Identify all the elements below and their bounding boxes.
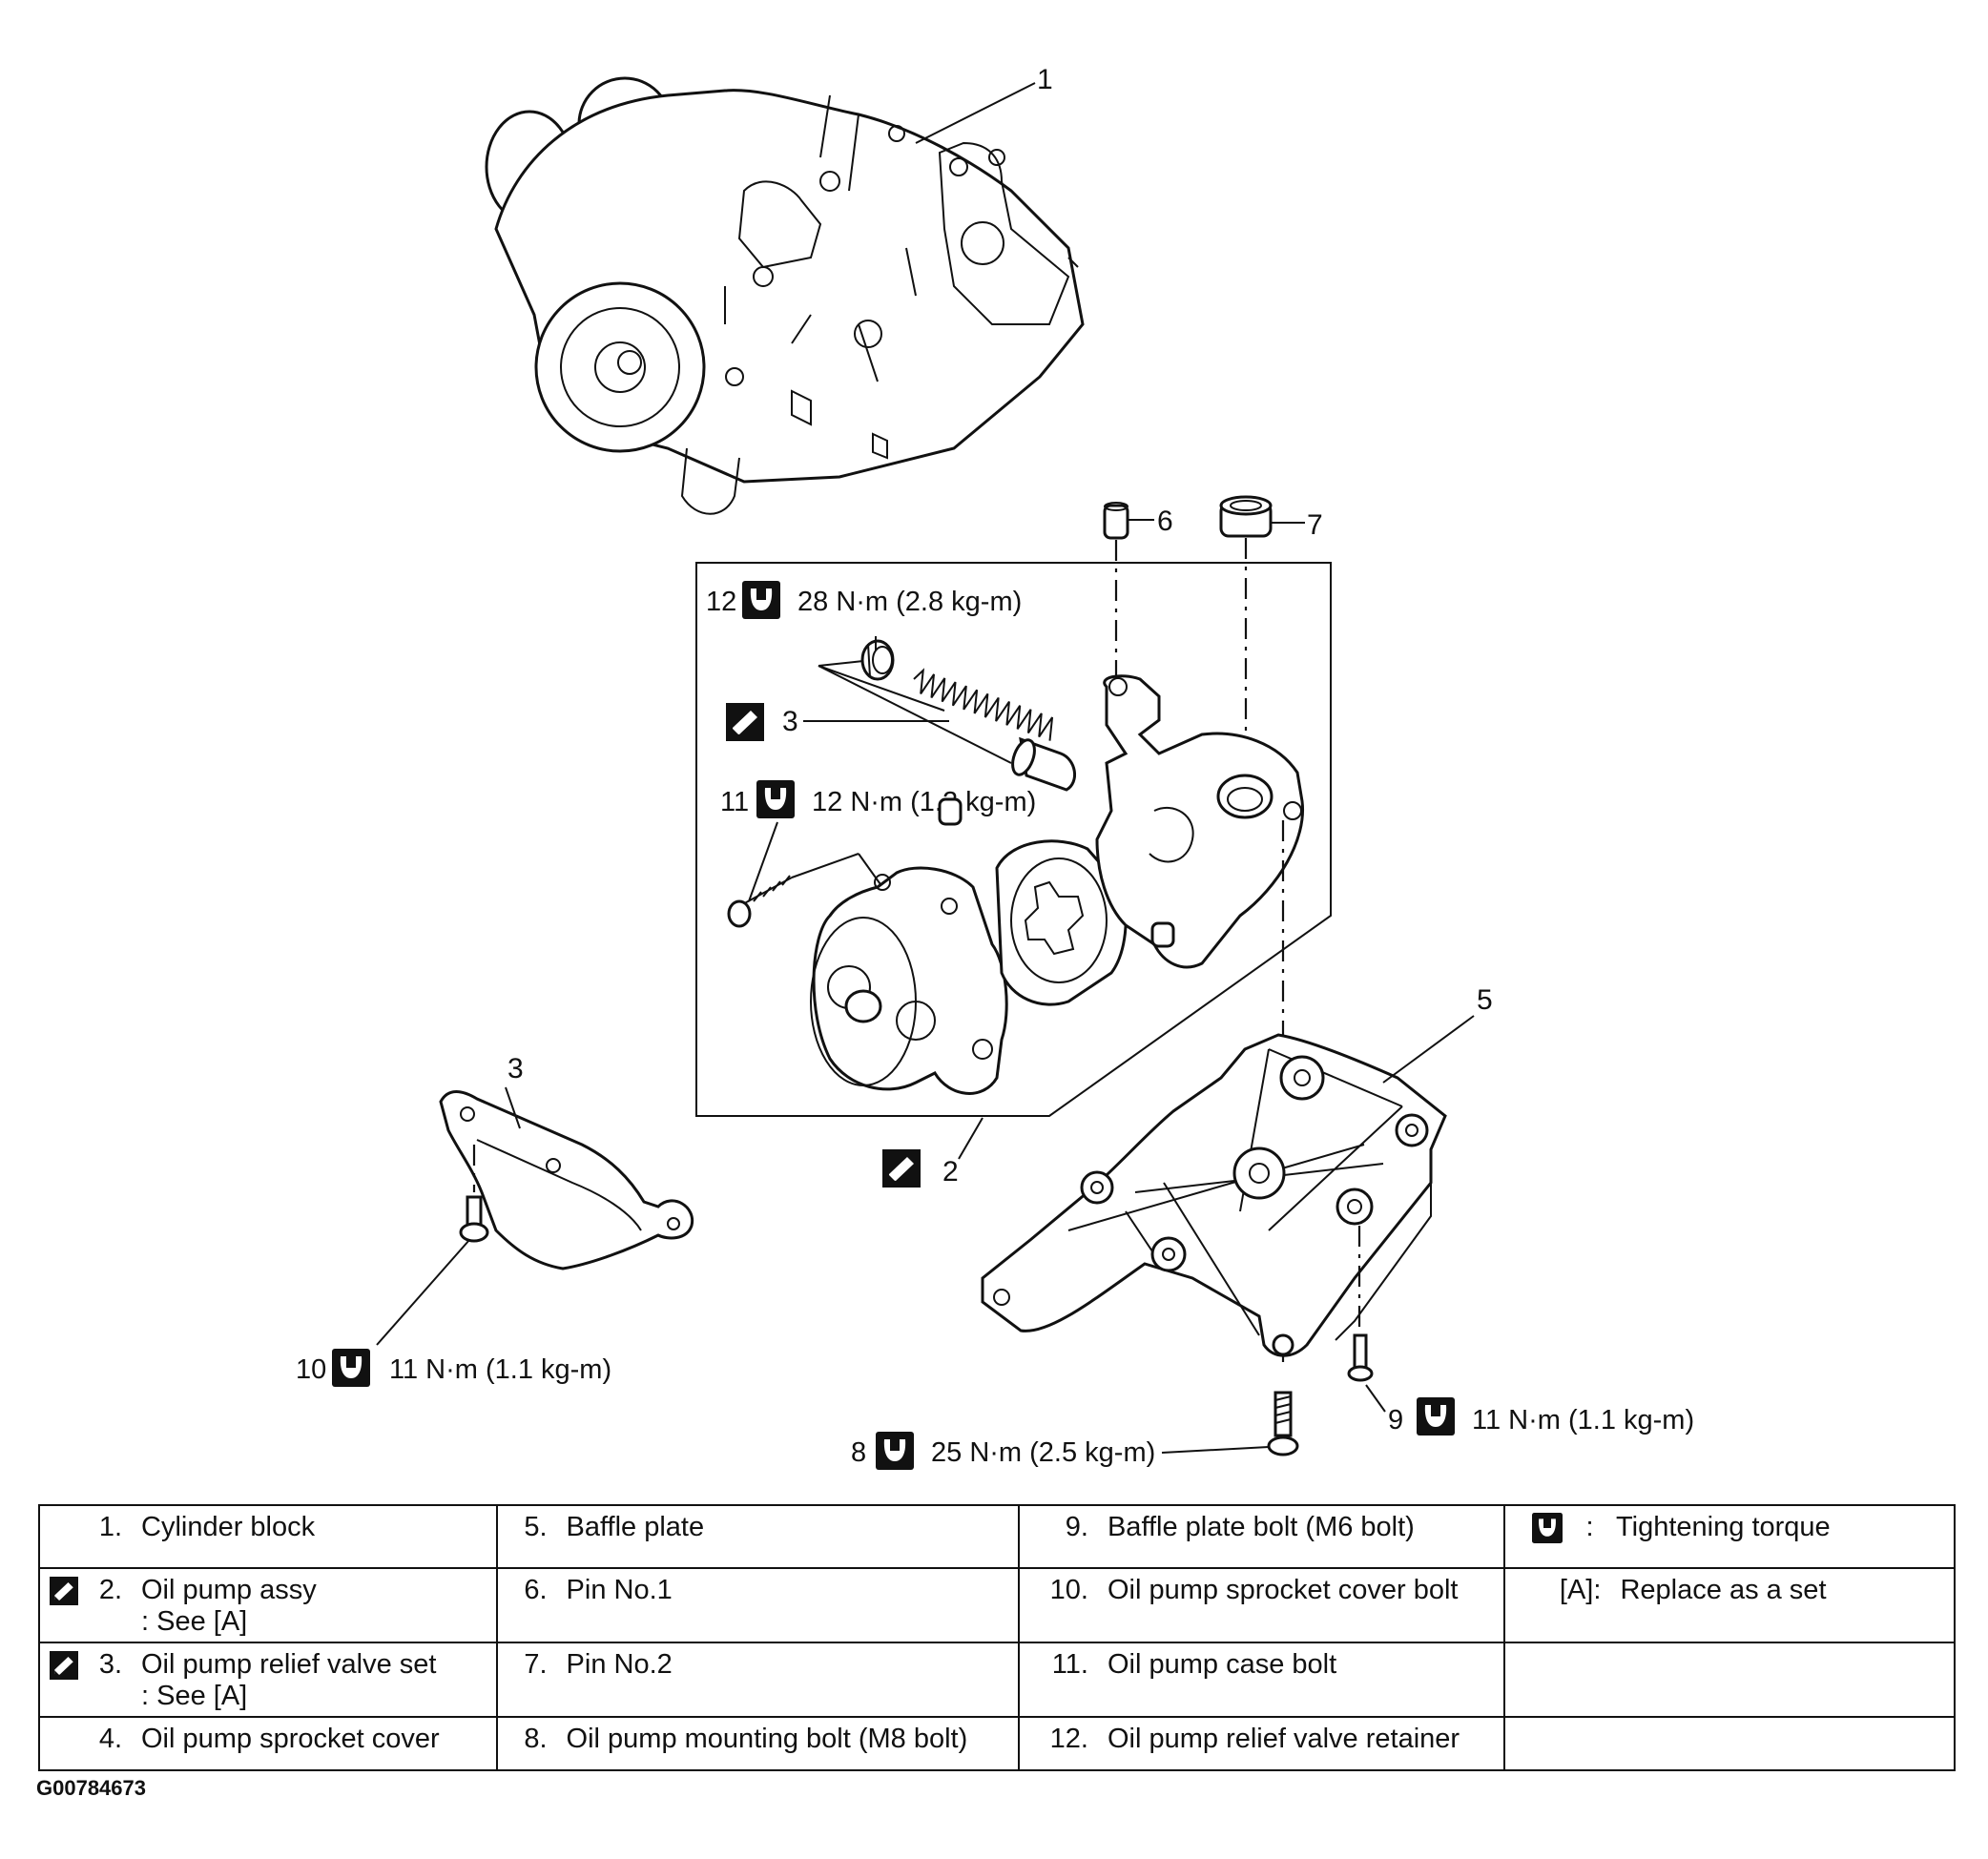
callout-10: 10 xyxy=(296,1354,326,1385)
pin-no2 xyxy=(1219,495,1305,792)
legend-number: 6. xyxy=(524,1575,548,1605)
legend-text: Oil pump case bolt xyxy=(1107,1649,1337,1680)
oil-pump-assy xyxy=(810,674,1305,1095)
callout-8: 8 xyxy=(851,1437,866,1468)
legend-row: 4. Oil pump sprocket cover 8. Oil pump mou… xyxy=(38,1716,1956,1771)
callout-9: 9 xyxy=(1388,1405,1403,1436)
torque-8: 25 N·m (2.5 kg-m) xyxy=(931,1437,1155,1468)
torque-9: 11 N·m (1.1 kg-m) xyxy=(1472,1405,1694,1436)
baffle-plate xyxy=(981,1033,1447,1357)
legend-row: 2. Oil pump assy : See [A] 6. Pin No.1 10.… xyxy=(38,1567,1956,1643)
callout-12: 12 xyxy=(706,587,736,617)
legend-number: 2. xyxy=(98,1575,122,1605)
legend-subtext: : See [A] xyxy=(141,1681,248,1711)
legend-text: Pin No.1 xyxy=(566,1575,673,1605)
legend-cell: [A]: Replace as a set xyxy=(1503,1567,1956,1643)
legend-cell: 1. Cylinder block xyxy=(38,1504,498,1569)
legend-row: 1. Cylinder block 5. Baffle plate 9. Baffle… xyxy=(38,1504,1956,1569)
legend-cell xyxy=(1503,1716,1956,1771)
legend-cell: 6. Pin No.1 xyxy=(495,1567,1020,1643)
legend-text: Baffle plate bolt (M6 bolt) xyxy=(1107,1512,1415,1542)
torque-wrench-icon xyxy=(1417,1397,1455,1436)
replace-set-icon xyxy=(726,703,764,741)
legend-number: 11. xyxy=(1051,1649,1088,1680)
legend-row: 3. Oil pump relief valve set : See [A] 7.… xyxy=(38,1642,1956,1718)
oil-pump-mounting-bolt xyxy=(1267,1391,1299,1456)
oil-pump-sprocket-cover xyxy=(439,1090,694,1270)
legend-text: Cylinder block xyxy=(141,1512,316,1542)
figure-code: G00784673 xyxy=(36,1776,146,1800)
legend-text: Tightening torque xyxy=(1616,1512,1831,1542)
legend-text: Oil pump mounting bolt (M8 bolt) xyxy=(566,1724,968,1754)
exploded-diagram: 1 6 7 12 28 N·m (2.8 kg-m) 3 xyxy=(296,64,1694,1470)
legend-text: Baffle plate xyxy=(566,1512,705,1542)
legend-text: Oil pump sprocket cover bolt xyxy=(1107,1575,1459,1605)
legend-subtext: : See [A] xyxy=(141,1606,248,1637)
legend-text: Replace as a set xyxy=(1620,1575,1827,1605)
legend-cell: 3. Oil pump relief valve set : See [A] xyxy=(38,1642,498,1718)
pin-no1 xyxy=(1103,502,1154,687)
callout-3-pump: 3 xyxy=(782,706,798,737)
legend-text: Pin No.2 xyxy=(566,1649,673,1680)
legend-cell: 4. Oil pump sprocket cover xyxy=(38,1716,498,1771)
baffle-plate-bolt xyxy=(1347,1226,1374,1382)
legend-number: 12. xyxy=(1049,1724,1088,1754)
callout-6: 6 xyxy=(1157,506,1173,537)
torque-wrench-icon xyxy=(1532,1513,1563,1544)
torque-10: 11 N·m (1.1 kg-m) xyxy=(389,1354,611,1385)
legend-number: 1. xyxy=(98,1512,122,1542)
torque-11: 12 N·m (1.2 kg-m) xyxy=(812,787,1036,817)
relief-valve-retainer xyxy=(860,636,895,681)
legend-text: Oil pump sprocket cover xyxy=(141,1724,440,1754)
callout-1: 1 xyxy=(1037,64,1053,95)
legend-cell: 9. Baffle plate bolt (M6 bolt) xyxy=(1017,1504,1506,1569)
legend-cell: 10. Oil pump sprocket cover bolt xyxy=(1017,1567,1506,1643)
torque-12: 28 N·m (2.8 kg-m) xyxy=(797,587,1022,617)
legend-cell: 7. Pin No.2 xyxy=(495,1642,1020,1718)
legend-cell xyxy=(1503,1642,1956,1718)
legend-number: 4. xyxy=(98,1724,122,1754)
torque-wrench-icon xyxy=(756,780,795,818)
legend-text: Oil pump relief valve retainer xyxy=(1107,1724,1460,1754)
callout-3-cover: 3 xyxy=(507,1053,524,1084)
legend-number: 5. xyxy=(524,1512,548,1542)
legend-number: 8. xyxy=(524,1724,548,1754)
callout-2: 2 xyxy=(942,1156,959,1188)
callout-7: 7 xyxy=(1307,509,1323,541)
legend-cell: 2. Oil pump assy : See [A] xyxy=(38,1567,498,1643)
callout-5: 5 xyxy=(1477,984,1493,1016)
legend-cell: : Tightening torque xyxy=(1503,1504,1956,1569)
legend-cell: 8. Oil pump mounting bolt (M8 bolt) xyxy=(495,1716,1020,1771)
legend-key: [A]: xyxy=(1559,1575,1602,1605)
cylinder-block xyxy=(485,76,1085,515)
parts-legend-table: 1. Cylinder block 5. Baffle plate 9. Baffle… xyxy=(38,1504,1956,1771)
exploded-frame xyxy=(695,562,1332,1117)
legend-number: 3. xyxy=(98,1649,122,1680)
legend-number: 10. xyxy=(1049,1575,1088,1605)
legend-cell: 11. Oil pump case bolt xyxy=(1017,1642,1506,1718)
replace-set-icon xyxy=(882,1149,921,1188)
legend-text: Oil pump assy xyxy=(141,1575,317,1605)
legend-key: : xyxy=(1585,1512,1594,1542)
replace-set-icon xyxy=(50,1651,78,1681)
torque-wrench-icon xyxy=(332,1349,370,1387)
legend-number: 7. xyxy=(524,1649,548,1680)
replace-set-icon xyxy=(50,1577,78,1606)
legend-text: Oil pump relief valve set xyxy=(141,1649,437,1680)
torque-wrench-icon xyxy=(876,1432,914,1470)
relief-valve-set xyxy=(818,660,1076,792)
sprocket-cover-bolt xyxy=(459,1195,489,1243)
callout-11: 11 xyxy=(720,787,749,817)
legend-number: 9. xyxy=(1065,1512,1088,1542)
legend-cell: 5. Baffle plate xyxy=(495,1504,1020,1569)
legend-cell: 12. Oil pump relief valve retainer xyxy=(1017,1716,1506,1771)
torque-wrench-icon xyxy=(742,581,780,619)
